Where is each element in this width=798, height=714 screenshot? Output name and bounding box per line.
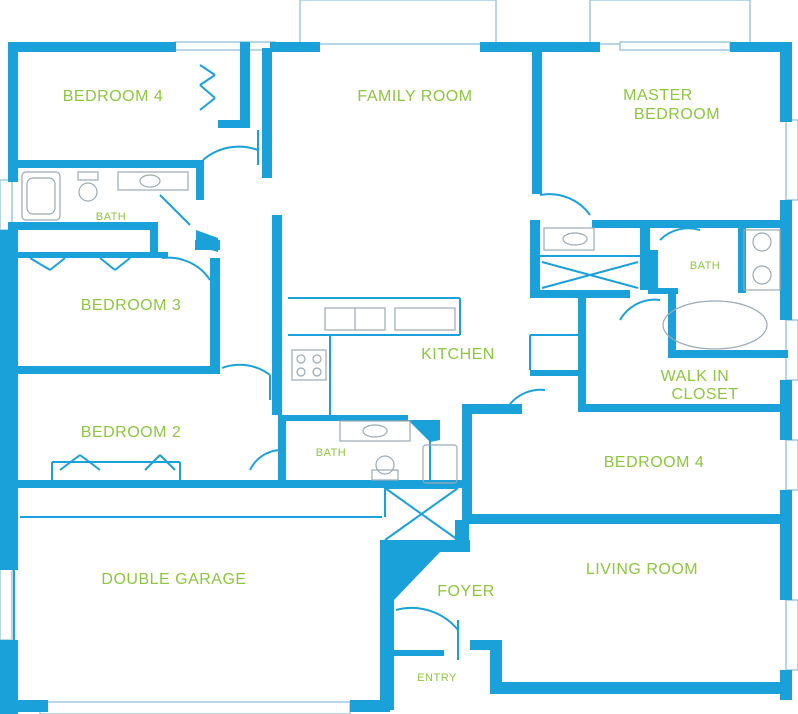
thin-walls	[13, 64, 701, 700]
label-bedroom-3: BEDROOM 3	[81, 297, 182, 314]
room-labels: BEDROOM 4 FAMILY ROOM MASTER BEDROOM BAT…	[63, 87, 738, 684]
label-bedroom-4-right: BEDROOM 4	[604, 454, 705, 471]
label-living-room: LIVING ROOM	[586, 561, 698, 578]
fixtures	[21, 171, 781, 484]
label-entry: ENTRY	[417, 672, 457, 684]
walls	[0, 42, 792, 714]
label-bath-1: BATH	[96, 211, 127, 223]
label-foyer: FOYER	[437, 583, 495, 600]
label-master-bedroom-line2: BEDROOM	[634, 106, 720, 123]
label-walk-in-line1: WALK IN	[661, 368, 730, 385]
label-bath-master: BATH	[690, 260, 721, 272]
label-double-garage: DOUBLE GARAGE	[101, 571, 246, 588]
label-master-bedroom-line1: MASTER	[623, 87, 693, 104]
label-walk-in-line2: CLOSET	[671, 386, 738, 403]
label-bedroom-4-top: BEDROOM 4	[63, 88, 164, 105]
label-kitchen: KITCHEN	[421, 346, 495, 363]
label-bath-2: BATH	[316, 447, 347, 459]
label-family-room: FAMILY ROOM	[357, 88, 472, 105]
label-bedroom-2: BEDROOM 2	[81, 424, 182, 441]
